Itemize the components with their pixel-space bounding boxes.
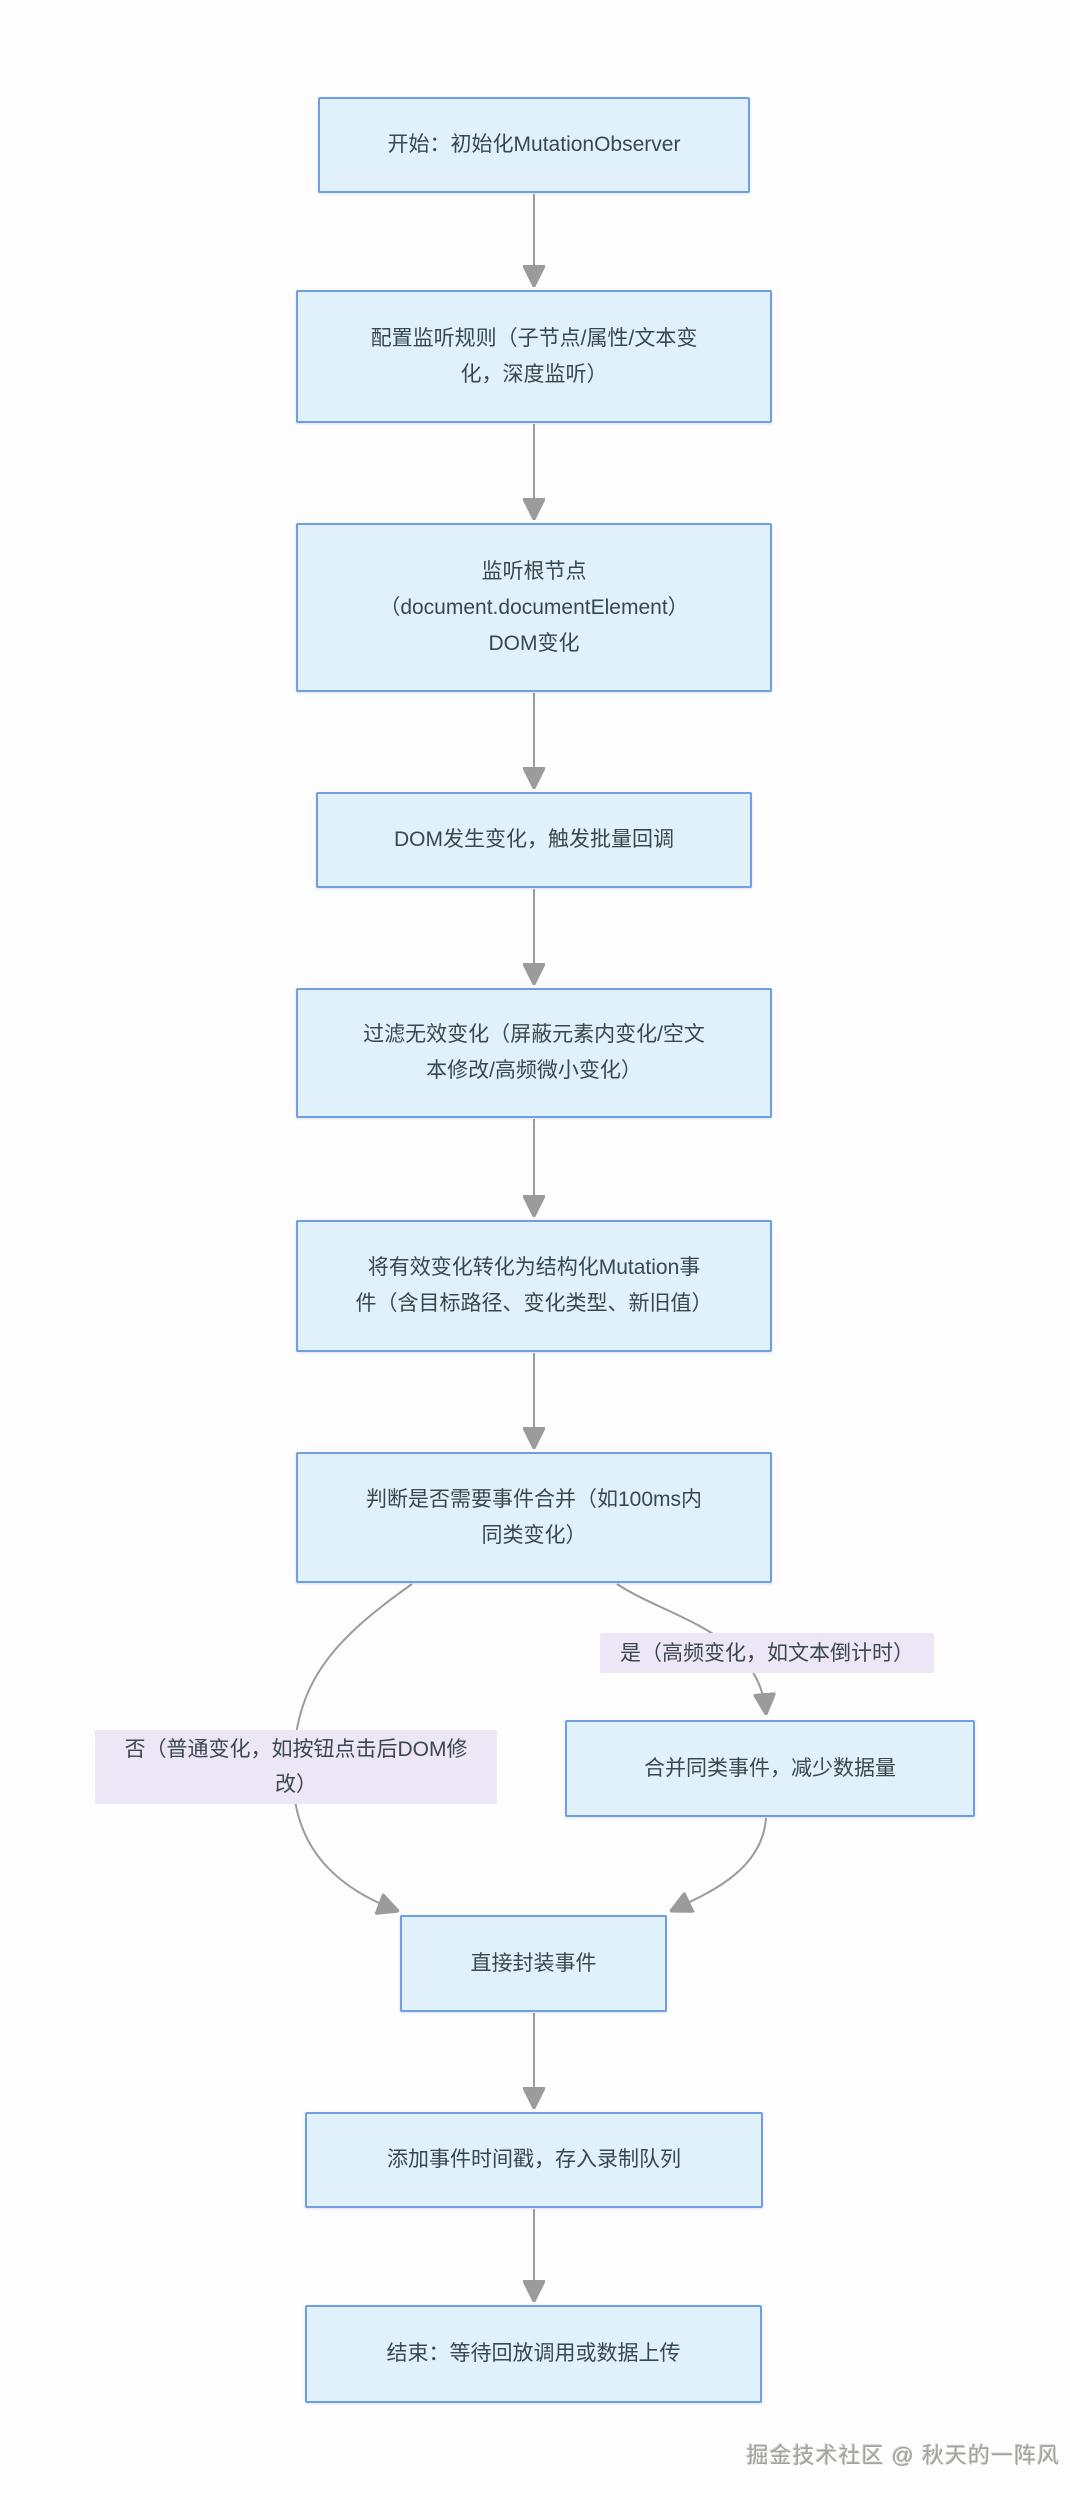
- node-transform-mutation-event: 将有效变化转化为结构化Mutation事 件（含目标路径、变化类型、新旧值）: [296, 1220, 772, 1352]
- node-dom-change: DOM发生变化，触发批量回调: [316, 792, 752, 888]
- node-wrap-event: 直接封装事件: [400, 1915, 667, 2012]
- node-observe-root: 监听根节点 （document.documentElement） DOM变化: [296, 523, 772, 692]
- node-config-rules: 配置监听规则（子节点/属性/文本变 化，深度监听）: [296, 290, 772, 423]
- node-end: 结束：等待回放调用或数据上传: [305, 2305, 762, 2403]
- node-filter-invalid: 过滤无效变化（屏蔽元素内变化/空文 本修改/高频微小变化）: [296, 988, 772, 1118]
- arrow-merge-to-wrap: [671, 1817, 767, 1911]
- node-decision-merge: 判断是否需要事件合并（如100ms内 同类变化）: [296, 1452, 772, 1583]
- watermark-text: 掘金技术社区 @ 秋天的一阵风: [746, 2443, 1060, 2468]
- node-merge-events: 合并同类事件，减少数据量: [565, 1720, 975, 1817]
- edge-label-yes: 是（高频变化，如文本倒计时）: [600, 1633, 934, 1673]
- arrow-decision-yes-to-merge: [616, 1583, 766, 1714]
- node-add-timestamp: 添加事件时间戳，存入录制队列: [305, 2112, 763, 2208]
- node-start: 开始：初始化MutationObserver: [318, 97, 750, 193]
- edge-label-no: 否（普通变化，如按钮点击后DOM修 改）: [95, 1730, 497, 1804]
